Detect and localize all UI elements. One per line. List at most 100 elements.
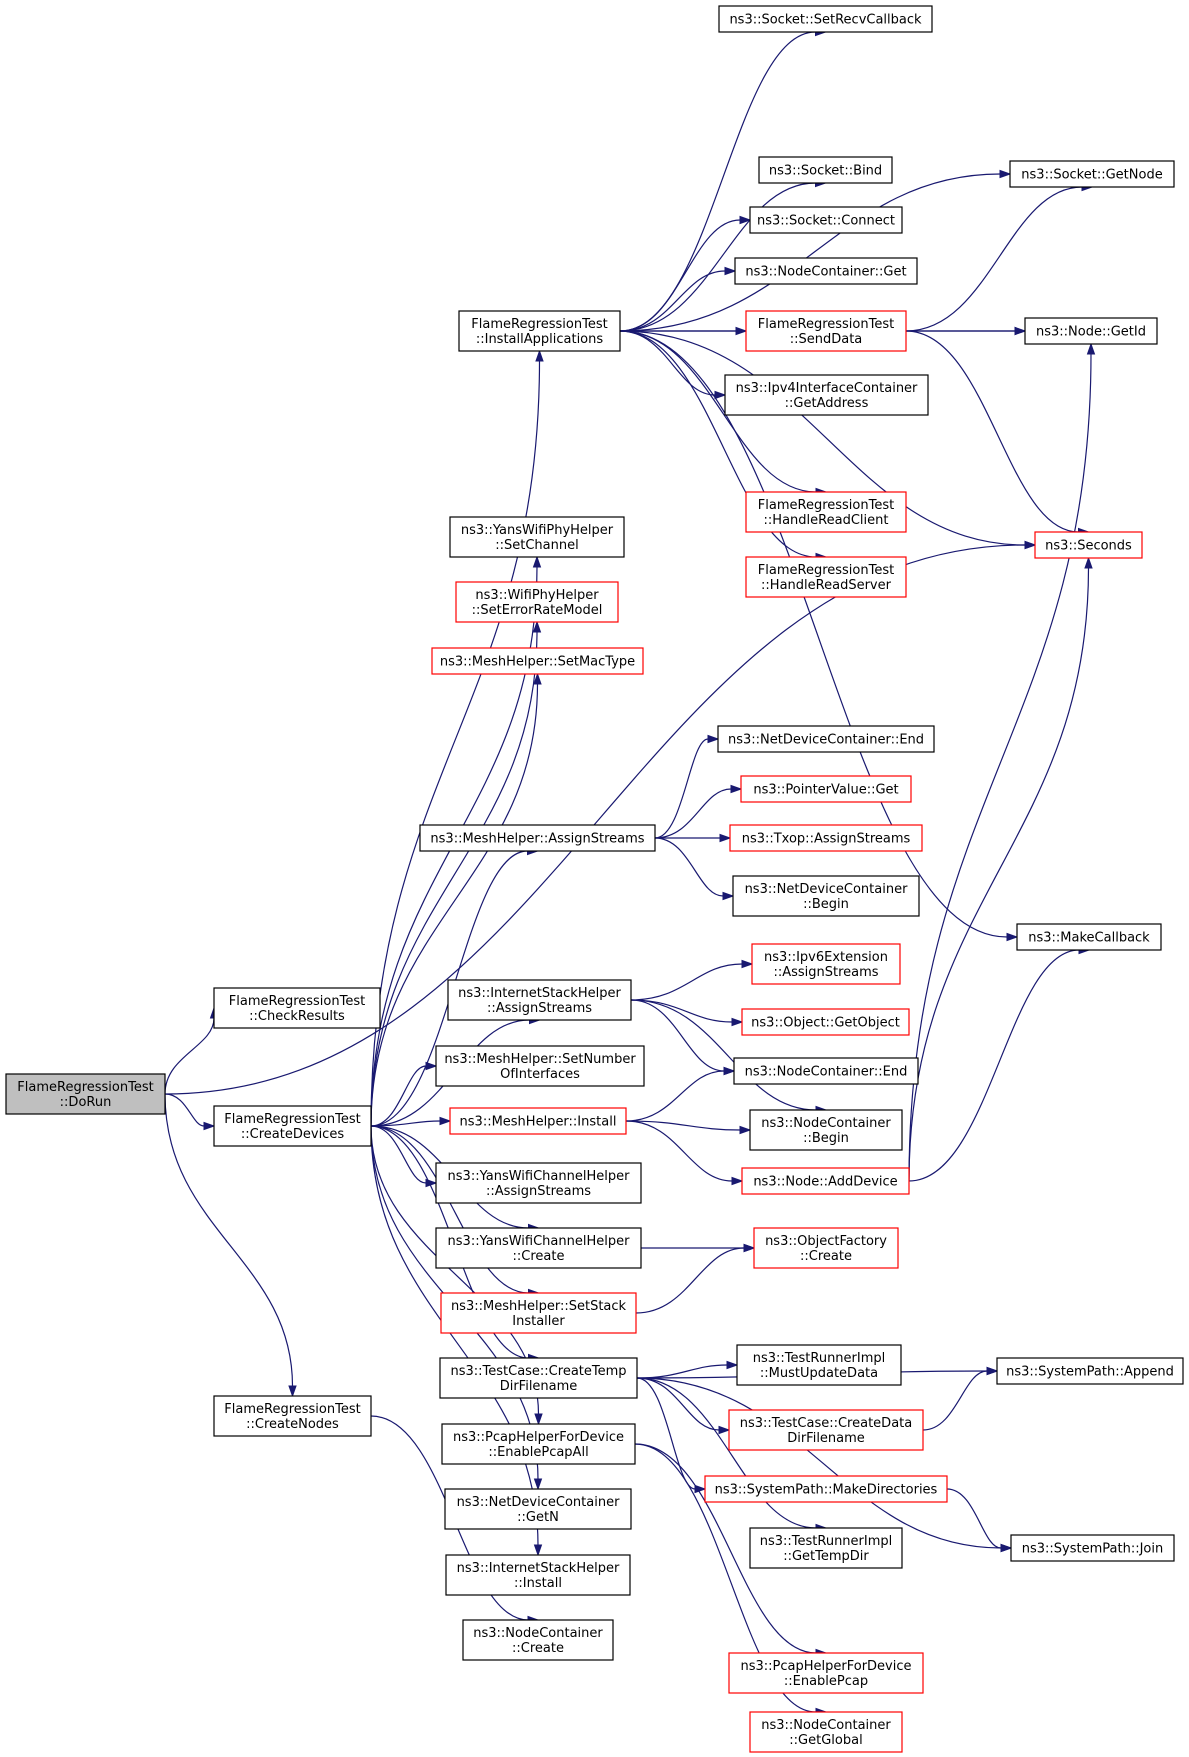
node-nodegetid[interactable]: ns3::Node::GetId: [1024, 317, 1158, 345]
node-socketgetnode[interactable]: ns3::Socket::GetNode: [1009, 160, 1175, 188]
edge-line: [625, 1120, 741, 1131]
node-label: ::GetAddress: [785, 396, 869, 411]
node-box: [1010, 1534, 1175, 1562]
node-createdevices[interactable]: FlameRegressionTest::CreateDevices: [213, 1105, 372, 1147]
node-box: [1009, 160, 1175, 188]
node-label: ns3::NodeContainer: [473, 1626, 603, 1641]
node-label: ::AssignStreams: [486, 1184, 591, 1199]
node-socketconnect[interactable]: ns3::Socket::Connect: [749, 206, 903, 234]
node-ipv6extassign[interactable]: ns3::Ipv6Extension::AssignStreams: [751, 943, 901, 985]
node-meshassignstreams[interactable]: ns3::MeshHelper::AssignStreams: [419, 824, 656, 852]
node-handlereadserver[interactable]: FlameRegressionTest::HandleReadServer: [745, 556, 907, 598]
node-ndcgetn[interactable]: ns3::NetDeviceContainer::GetN: [444, 1488, 632, 1530]
node-objectgetobject[interactable]: ns3::Object::GetObject: [741, 1008, 910, 1036]
arrowhead: [731, 1017, 744, 1027]
node-yanssetchannel[interactable]: ns3::YansWifiPhyHelper::SetChannel: [449, 516, 625, 558]
edge-line: [635, 1247, 745, 1314]
node-seterrorratemodel[interactable]: ns3::WifiPhyHelper::SetErrorRateModel: [455, 581, 619, 623]
node-label: ns3::PcapHelperForDevice: [453, 1430, 624, 1445]
node-senddata[interactable]: FlameRegressionTest::SendData: [745, 310, 907, 352]
node-ndcbegin[interactable]: ns3::NetDeviceContainer::Begin: [732, 875, 920, 917]
node-gettempdir[interactable]: ns3::TestRunnerImpl::GetTempDir: [749, 1527, 903, 1569]
node-label: Installer: [512, 1314, 565, 1329]
node-systempathjoin[interactable]: ns3::SystemPath::Join: [1010, 1534, 1175, 1562]
node-box: [435, 1045, 645, 1087]
node-label: ::HandleReadClient: [764, 513, 889, 528]
node-label: FlameRegressionTest: [471, 317, 607, 332]
node-ncend[interactable]: ns3::NodeContainer::End: [733, 1057, 919, 1085]
node-meshinstall[interactable]: ns3::MeshHelper::Install: [449, 1107, 627, 1135]
edge-createtempdir-to-makedirectories: [636, 1377, 707, 1494]
node-seconds[interactable]: ns3::Seconds: [1034, 531, 1143, 559]
edge-line: [630, 963, 743, 1001]
node-label: ns3::Object::GetObject: [751, 1016, 900, 1031]
edge-line: [636, 1364, 728, 1379]
node-label: ::MustUpdateData: [760, 1366, 878, 1381]
node-setrecvcallback[interactable]: ns3::Socket::SetRecvCallback: [718, 5, 933, 33]
node-box: [741, 1167, 910, 1195]
node-pcapenableall[interactable]: ns3::PcapHelperForDevice::EnablePcapAll: [441, 1423, 636, 1465]
node-nodeadddevice[interactable]: ns3::Node::AddDevice: [741, 1167, 910, 1195]
edge-line: [636, 1377, 720, 1431]
edge-dorun-to-checkresults: [164, 1006, 219, 1095]
arrowhead: [1024, 540, 1037, 550]
node-handlereadclient[interactable]: FlameRegressionTest::HandleReadClient: [745, 491, 907, 533]
node-box: [1034, 531, 1143, 559]
node-nodecontainerget[interactable]: ns3::NodeContainer::Get: [734, 257, 918, 285]
edge-createdevices-to-meshinstall: [370, 1116, 452, 1127]
node-box: [728, 1652, 924, 1694]
node-yanschcreate[interactable]: ns3::YansWifiChannelHelper::Create: [435, 1227, 642, 1269]
arrowhead: [726, 1360, 739, 1370]
edge-line: [370, 683, 539, 1127]
edge-line: [630, 999, 817, 1111]
node-createnodes[interactable]: FlameRegressionTest::CreateNodes: [213, 1395, 372, 1437]
edge-createdevices-to-inetinstall: [370, 1125, 543, 1557]
node-ncbegin[interactable]: ns3::NodeContainer::Begin: [749, 1109, 903, 1151]
node-box: [441, 1423, 636, 1465]
node-box: [213, 1395, 372, 1437]
node-box: [749, 1109, 903, 1151]
node-makecallback[interactable]: ns3::MakeCallback: [1016, 923, 1162, 951]
node-systempathappend[interactable]: ns3::SystemPath::Append: [996, 1357, 1184, 1385]
node-makedirectories[interactable]: ns3::SystemPath::MakeDirectories: [704, 1475, 948, 1503]
node-label: ns3::Socket::Connect: [757, 214, 895, 229]
node-box: [724, 374, 929, 416]
node-socketbind[interactable]: ns3::Socket::Bind: [758, 156, 893, 184]
node-ipv4getaddress[interactable]: ns3::Ipv4InterfaceContainer::GetAddress: [724, 374, 929, 416]
node-label: ::HandleReadServer: [761, 578, 892, 593]
node-label: ::CheckResults: [249, 1009, 345, 1024]
node-setmactype[interactable]: ns3::MeshHelper::SetMacType: [431, 647, 644, 675]
node-label: ns3::YansWifiChannelHelper: [448, 1234, 631, 1249]
node-installapps[interactable]: FlameRegressionTest::InstallApplications: [458, 310, 621, 352]
node-yanschassign[interactable]: ns3::YansWifiChannelHelper::AssignStream…: [435, 1162, 642, 1204]
edge-inetassignstreams-to-ipv6extassign: [630, 959, 754, 1001]
edge-line: [164, 1017, 215, 1095]
edge-line: [370, 631, 538, 1127]
node-pointervalueget[interactable]: ns3::PointerValue::Get: [740, 775, 912, 803]
node-box: [213, 1105, 372, 1147]
node-label: ::Begin: [803, 897, 849, 912]
node-label: ns3::NodeContainer::End: [745, 1065, 908, 1080]
node-label: ns3::WifiPhyHelper: [475, 588, 599, 603]
node-label: ns3::Socket::GetNode: [1021, 168, 1162, 183]
node-mustupdatedata[interactable]: ns3::TestRunnerImpl::MustUpdateData: [736, 1344, 902, 1386]
node-objfactorycreate[interactable]: ns3::ObjectFactory::Create: [753, 1227, 899, 1269]
node-label: FlameRegressionTest: [758, 317, 894, 332]
node-box: [732, 875, 920, 917]
node-ndcend[interactable]: ns3::NetDeviceContainer::End: [717, 725, 935, 753]
node-checkresults[interactable]: FlameRegressionTest::CheckResults: [213, 987, 381, 1029]
node-ncgetglobal[interactable]: ns3::NodeContainer::GetGlobal: [749, 1711, 903, 1753]
node-inetinstall[interactable]: ns3::InternetStackHelper::Install: [445, 1554, 631, 1596]
node-pcapenable[interactable]: ns3::PcapHelperForDevice::EnablePcap: [728, 1652, 924, 1694]
node-box: [449, 516, 625, 558]
node-nccreate[interactable]: ns3::NodeContainer::Create: [462, 1619, 614, 1661]
node-dorun[interactable]: FlameRegressionTest::DoRun: [5, 1073, 166, 1115]
node-txopassignstreams[interactable]: ns3::Txop::AssignStreams: [729, 824, 923, 852]
node-box: [996, 1357, 1184, 1385]
node-label: ns3::Seconds: [1045, 539, 1132, 554]
node-inetassignstreams[interactable]: ns3::InternetStackHelper::AssignStreams: [447, 979, 632, 1021]
